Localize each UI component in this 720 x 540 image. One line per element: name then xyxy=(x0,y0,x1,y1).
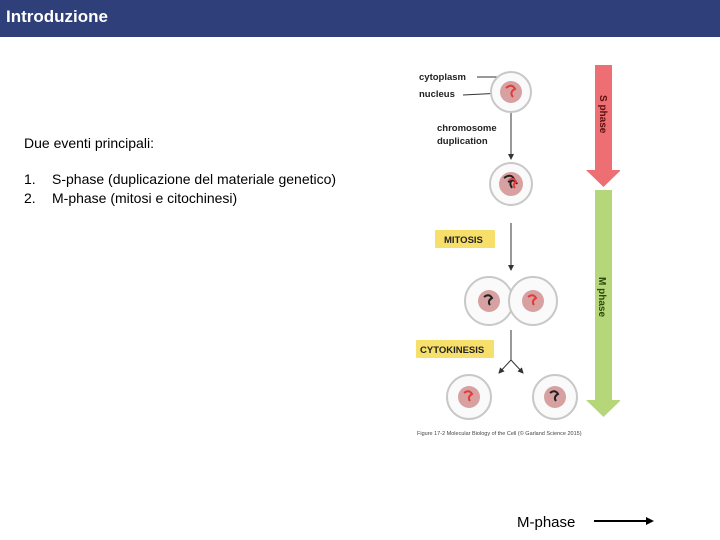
cytoplasm-label: cytoplasm xyxy=(419,72,466,83)
list-item: 1. S-phase (duplicazione del materiale ge… xyxy=(24,170,336,189)
m-phase-arrowhead xyxy=(586,400,620,417)
s-phase-bar: S phase xyxy=(586,65,620,187)
list-number: 2. xyxy=(24,190,36,206)
chromosome-mark xyxy=(527,294,538,306)
mitosis-box xyxy=(435,230,495,248)
list-term: M-phase xyxy=(52,190,107,206)
daughter-cell-right xyxy=(532,374,578,420)
chromosome-mark xyxy=(483,294,494,306)
duplication-label: duplication xyxy=(437,136,488,147)
intro-text: Due eventi principali: xyxy=(24,135,154,151)
figure-caption: Figure 17-2 Molecular Biology of the Cel… xyxy=(417,430,582,437)
chromosome-mark xyxy=(505,84,517,98)
s-phase-bar-body xyxy=(595,65,612,170)
chromosome-mark xyxy=(463,390,474,402)
phase-list: 1. S-phase (duplicazione del materiale ge… xyxy=(24,170,336,208)
cytokinesis-label: CYTOKINESIS xyxy=(420,345,484,356)
s-phase-label: S phase xyxy=(597,95,608,134)
arrow-cytokinesis-left xyxy=(498,359,512,374)
daughter-cell-left xyxy=(446,374,492,420)
m-phase-label: M phase xyxy=(596,277,607,317)
title-bar: Introduzione xyxy=(0,0,720,37)
m-phase-footer-label: M-phase xyxy=(517,514,576,531)
m-phase-bar-body xyxy=(595,190,612,400)
list-term: S-phase xyxy=(52,171,105,187)
arrow-cytokinesis-right xyxy=(510,359,524,374)
cell-cycle-figure: S phase M phase cytoplasm nucleus chromo… xyxy=(416,65,620,437)
cell-duplicated xyxy=(489,162,533,206)
chromosome-mark xyxy=(549,390,560,402)
list-desc: (duplicazione del materiale genetico) xyxy=(108,171,337,187)
list-item: 2. M-phase (mitosi e citochinesi) xyxy=(24,189,336,208)
list-desc: (mitosi e citochinesi) xyxy=(110,190,238,206)
cell-interphase xyxy=(490,71,532,113)
list-number: 1. xyxy=(24,171,36,187)
m-phase-bar: M phase xyxy=(586,190,620,417)
chromosome-label: chromosome xyxy=(437,123,497,134)
nucleus-label: nucleus xyxy=(419,89,455,100)
arrow-head xyxy=(646,517,654,525)
s-phase-arrowhead xyxy=(586,170,620,187)
mitosis-label: MITOSIS xyxy=(444,235,483,246)
slide-title: Introduzione xyxy=(6,7,108,26)
right-arrow-icon xyxy=(594,517,654,525)
cytokinesis-box xyxy=(416,340,494,358)
chromosome-mark xyxy=(508,177,518,189)
cell-dividing xyxy=(464,276,558,326)
